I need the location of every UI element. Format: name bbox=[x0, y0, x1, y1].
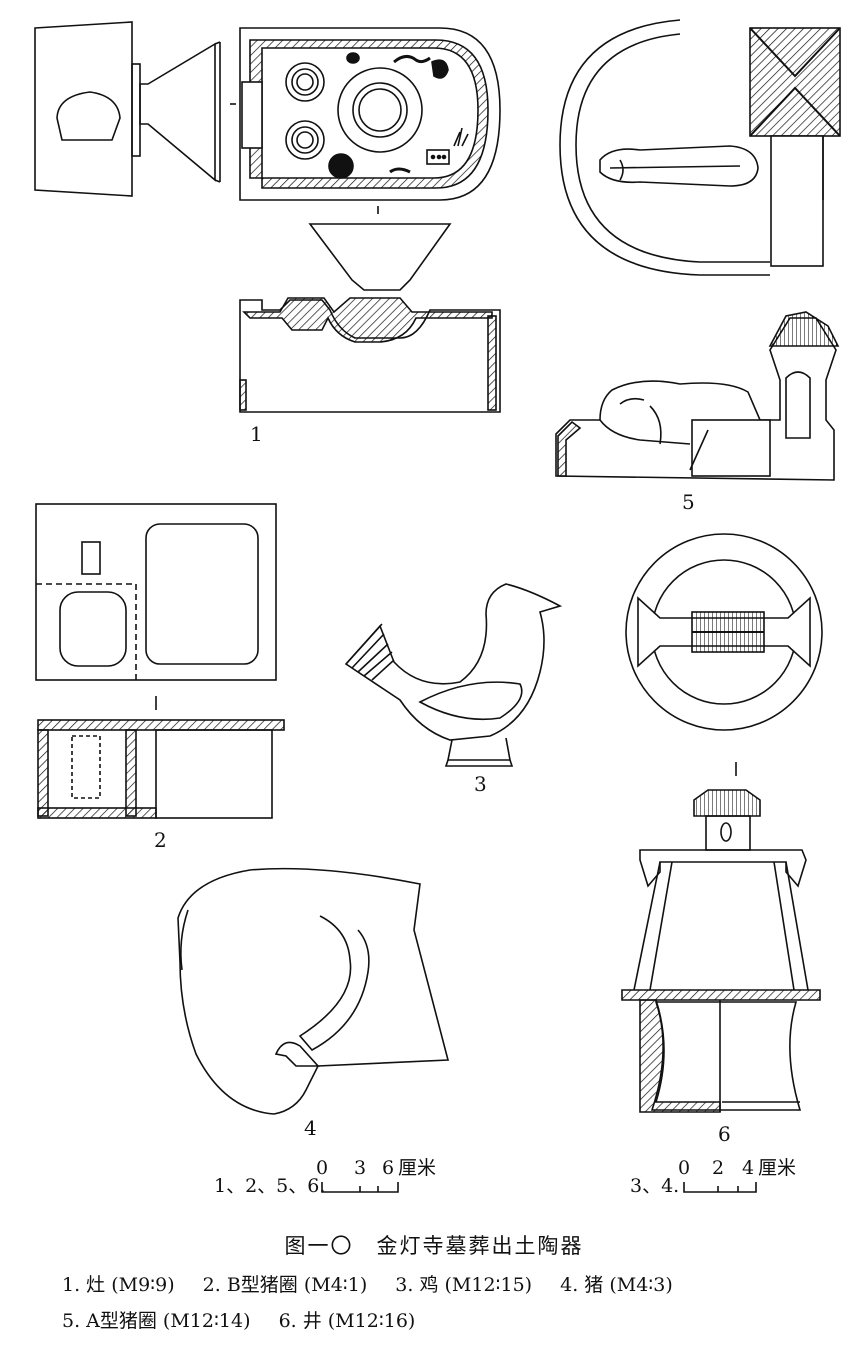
caption-item-3: 3. 鸡 (M12∶15) bbox=[395, 1274, 533, 1296]
caption-item-2: 2. B型猪圈 (M4∶1) bbox=[202, 1274, 368, 1296]
scale-right-tick-0: 0 bbox=[678, 1157, 691, 1179]
caption-line-2: 5. A型猪圈 (M12∶14) 6. 井 (M12∶16) bbox=[62, 1306, 437, 1333]
chicken-drawing bbox=[344, 583, 563, 767]
fig-label-1: 1 bbox=[250, 422, 263, 446]
fig-label-4: 4 bbox=[304, 1116, 317, 1140]
fig-label-2: 2 bbox=[154, 828, 167, 852]
fig-label-3: 3 bbox=[474, 772, 487, 796]
caption-item-5: 5. A型猪圈 (M12∶14) bbox=[62, 1310, 251, 1332]
scale-left-tick-0: 0 bbox=[316, 1157, 329, 1179]
figure-caption-title: 图一〇 金灯寺墓葬出土陶器 bbox=[284, 1234, 584, 1258]
caption-item-1: 1. 灶 (M9∶9) bbox=[62, 1274, 175, 1296]
scale-right-unit: 厘米 bbox=[758, 1157, 797, 1179]
caption-line-1: 1. 灶 (M9∶9) 2. B型猪圈 (M4∶1) 3. 鸡 (M12∶15)… bbox=[62, 1270, 695, 1297]
stove-drawing bbox=[34, 21, 501, 413]
scale-right-tick-1: 2 bbox=[712, 1157, 725, 1179]
caption-item-4: 4. 猪 (M4∶3) bbox=[560, 1274, 673, 1296]
scale-left-prefix: 1、2、5、6. bbox=[214, 1175, 326, 1197]
pigpen-a-drawing bbox=[555, 19, 841, 481]
pigpen-b-drawing bbox=[35, 503, 285, 819]
fig-label-6: 6 bbox=[718, 1122, 731, 1146]
fig-label-5: 5 bbox=[682, 490, 695, 514]
scale-left-tick-1: 3 bbox=[354, 1157, 367, 1179]
scale-right-tick-2: 4 bbox=[742, 1157, 755, 1179]
well-drawing bbox=[621, 533, 823, 1113]
scale-left-tick-2: 6 bbox=[382, 1157, 395, 1179]
caption-item-6: 6. 井 (M12∶16) bbox=[278, 1310, 416, 1332]
pig-drawing bbox=[177, 867, 450, 1115]
scale-bars bbox=[321, 1182, 757, 1193]
scale-left-unit: 厘米 bbox=[398, 1157, 437, 1179]
scale-right-prefix: 3、4. bbox=[630, 1175, 680, 1197]
